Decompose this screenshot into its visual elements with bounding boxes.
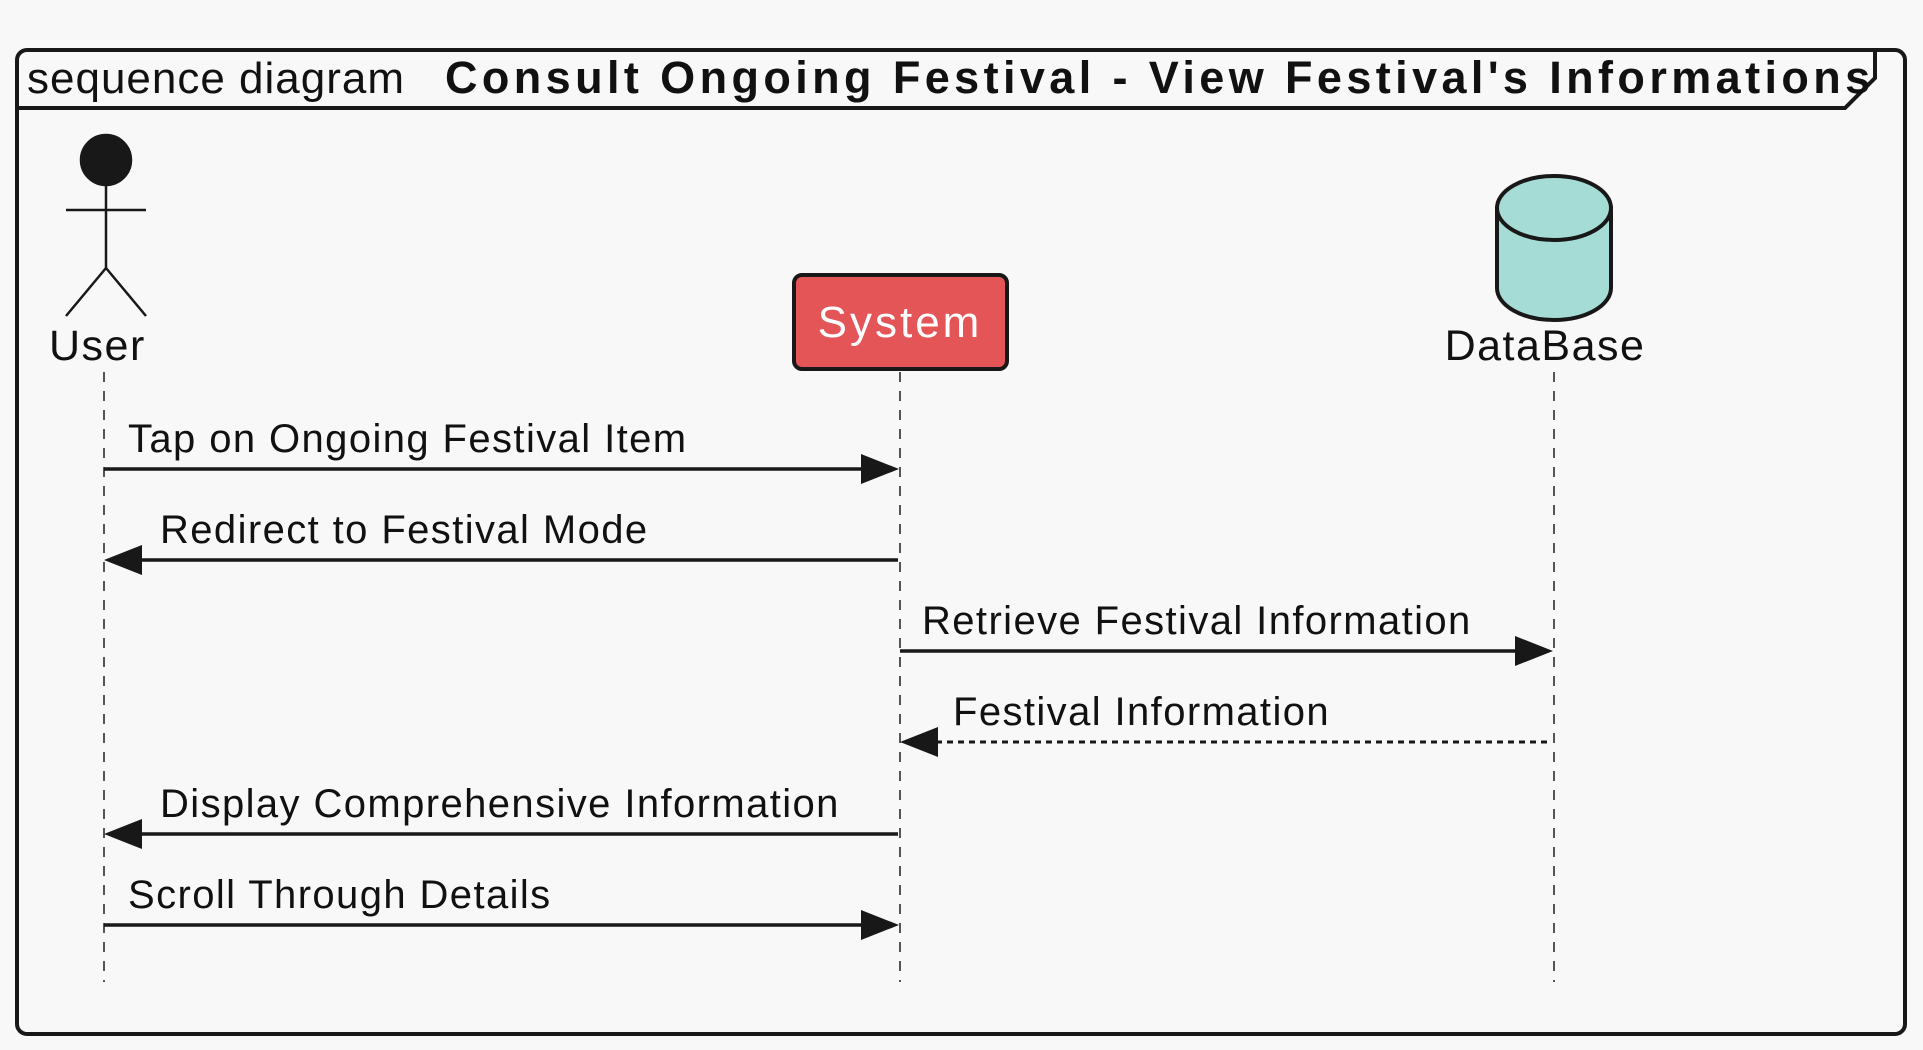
arrowhead-icon: [900, 727, 938, 757]
system-box: [792, 273, 1009, 371]
message-label: Scroll Through Details: [128, 873, 552, 917]
participant-label-user: User: [49, 322, 146, 370]
frame-title-tab: [17, 50, 1877, 110]
participant-system: System: [792, 273, 1009, 371]
message-label: Festival Information: [953, 690, 1330, 734]
message-redirect-festival-mode: Redirect to Festival Mode: [104, 508, 898, 575]
frame-title: Consult Ongoing Festival - View Festival…: [445, 52, 1875, 103]
message-festival-information-return: Festival Information: [900, 690, 1552, 757]
database-icon: [1495, 174, 1613, 322]
participant-label-system: System: [818, 298, 983, 347]
message-label: Tap on Ongoing Festival Item: [128, 417, 687, 461]
message-display-comprehensive-information: Display Comprehensive Information: [104, 782, 898, 849]
message-scroll-through-details: Scroll Through Details: [104, 873, 899, 940]
participant-database: DataBase: [1445, 174, 1646, 370]
arrowhead-icon: [104, 819, 142, 849]
message-label: Redirect to Festival Mode: [160, 508, 649, 552]
frame-kind-label: sequence diagram: [27, 54, 405, 103]
message-retrieve-festival-information: Retrieve Festival Information: [900, 599, 1553, 666]
arrowhead-icon: [1515, 636, 1553, 666]
participant-user: User: [49, 133, 147, 370]
arrowhead-icon: [104, 545, 142, 575]
arrowhead-icon: [861, 454, 899, 484]
actor-icon: [65, 133, 147, 317]
message-label: Display Comprehensive Information: [160, 782, 840, 826]
frame-border: [15, 48, 1907, 1036]
arrowhead-icon: [861, 910, 899, 940]
message-label: Retrieve Festival Information: [922, 599, 1472, 643]
message-tap-ongoing-festival: Tap on Ongoing Festival Item: [104, 417, 899, 484]
participant-label-database: DataBase: [1445, 322, 1646, 370]
